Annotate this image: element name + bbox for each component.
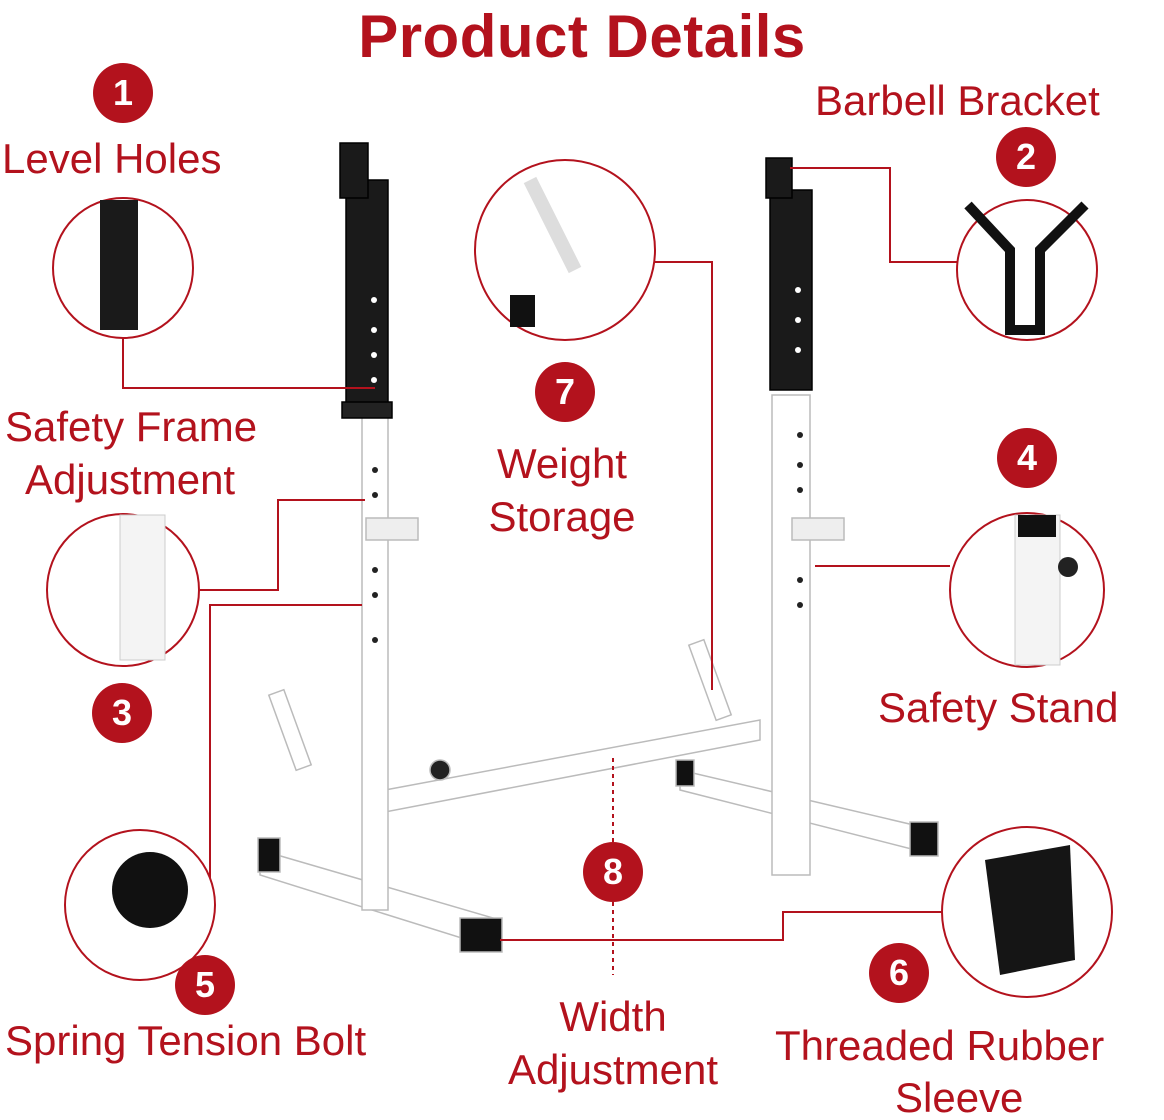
label-rubber-sleeve-line1: Threaded Rubber [775, 1022, 1105, 1069]
label-width-adjustment-line2: Adjustment [507, 1046, 719, 1093]
label-safety-frame-line1: Safety Frame [5, 403, 258, 450]
label-safety-frame-line2: Adjustment [25, 456, 236, 503]
badge-2: 2 [996, 127, 1056, 187]
label-spring-tension-bolt: Spring Tension Bolt [5, 1017, 367, 1064]
page-title: Product Details [358, 3, 806, 70]
label-level-holes: Level Holes [2, 135, 222, 182]
connector-lines [122, 167, 960, 975]
badge-5: 5 [175, 955, 235, 1015]
label-width-adjustment-line1: Width [559, 993, 667, 1040]
detail-circles [46, 159, 1113, 998]
badge-6: 6 [869, 943, 929, 1003]
label-rubber-sleeve-line2: Sleeve [895, 1074, 1024, 1120]
badge-3: 3 [92, 683, 152, 743]
label-weight-storage-line1: Weight [497, 440, 627, 487]
badge-7: 7 [535, 362, 595, 422]
label-weight-storage-line2: Storage [488, 493, 636, 540]
badge-8: 8 [583, 842, 643, 902]
badge-1: 1 [93, 63, 153, 123]
label-barbell-bracket: Barbell Bracket [815, 77, 1100, 124]
badge-4: 4 [997, 428, 1057, 488]
label-safety-stand: Safety Stand [878, 684, 1119, 731]
squat-rack [257, 142, 939, 953]
